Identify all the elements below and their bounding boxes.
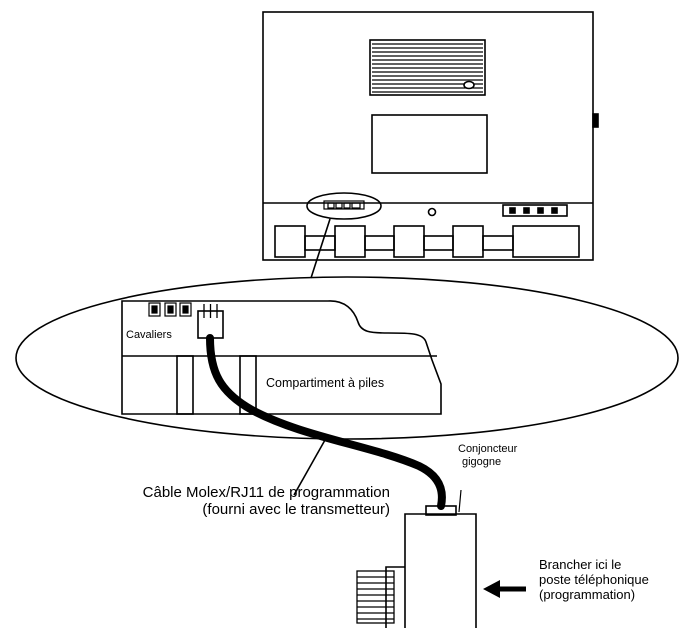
insert-arrow (483, 580, 526, 598)
zoom-board (121, 300, 442, 415)
piggyback-jack-label: Conjoncteur gigogne (458, 443, 517, 468)
cable-leader-line (293, 439, 326, 496)
phone-label-line3: (programmation) (539, 586, 636, 602)
cable-label-line1: Câble Molex/RJ11 de programmation (142, 484, 390, 501)
jack-plug (425, 505, 457, 516)
programming-cable (206, 334, 446, 510)
zoom-detail-ellipse (15, 276, 679, 440)
display-window (371, 114, 488, 174)
indicator-hole (427, 207, 437, 217)
phone-plug (356, 570, 395, 624)
battery-compartment-outline (121, 300, 442, 415)
transmitter-unit (262, 11, 599, 261)
phone-label-line2: poste téléphonique (539, 571, 649, 587)
transmitter-housing (262, 11, 594, 261)
piggyback-jack-label-line2: gigogne (462, 455, 502, 468)
cable-label-line2: (fourni avec le transmetteur) (202, 501, 390, 519)
piggyback-jack (356, 489, 477, 628)
jumpers-label: Cavaliers (126, 329, 172, 341)
zoom-highlight-ellipse (306, 192, 382, 220)
jumpers-group (148, 302, 192, 317)
cable-label: Câble Molex/RJ11 de programmation (fourn… (118, 484, 390, 519)
zoom-leader-line (310, 218, 331, 279)
jack-side-tab (385, 566, 405, 628)
phone-label-line1: Brancher ici le (539, 557, 622, 572)
side-tab (592, 113, 599, 128)
jack-body (404, 513, 477, 628)
piggyback-leader-line (458, 489, 462, 513)
phone-label: Brancher ici le poste téléphonique (prog… (539, 557, 649, 603)
bottom-compartments (274, 225, 580, 258)
small-jumpers (323, 200, 365, 210)
piggyback-jack-label-line1: Conjoncteur (458, 443, 518, 455)
terminal-strip (502, 204, 568, 217)
battery-compartment-label: Compartiment à piles (266, 376, 385, 390)
speaker-grille (369, 39, 486, 96)
molex-connector (197, 304, 224, 339)
